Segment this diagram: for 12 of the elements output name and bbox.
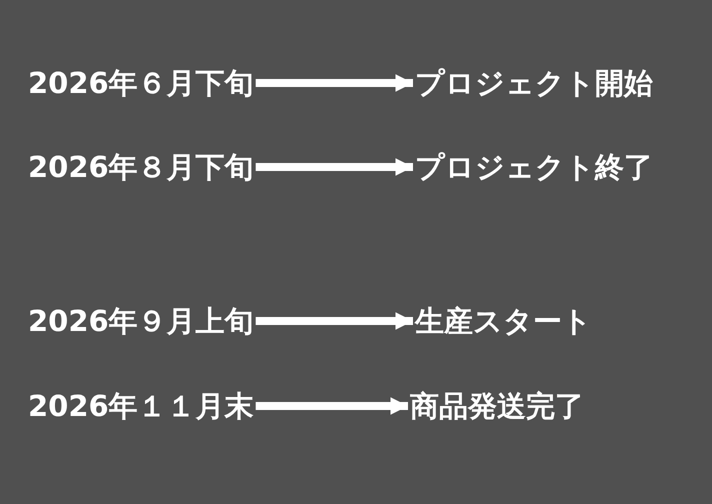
event-text: 商品発送完了 bbox=[410, 388, 584, 424]
arrow bbox=[256, 158, 413, 176]
date-text: 2026年６月下旬 bbox=[28, 65, 254, 101]
date-text: 2026年８月下旬 bbox=[28, 149, 254, 185]
date-text: 2026年９月上旬 bbox=[28, 303, 254, 339]
date-text: 2026年１１月末 bbox=[28, 388, 254, 424]
arrow bbox=[256, 74, 413, 92]
event-text: プロジェクト終了 bbox=[415, 149, 653, 185]
event-text: プロジェクト開始 bbox=[415, 65, 653, 101]
arrow bbox=[256, 397, 408, 415]
arrow bbox=[256, 312, 413, 330]
event-text: 生産スタート bbox=[415, 303, 592, 339]
